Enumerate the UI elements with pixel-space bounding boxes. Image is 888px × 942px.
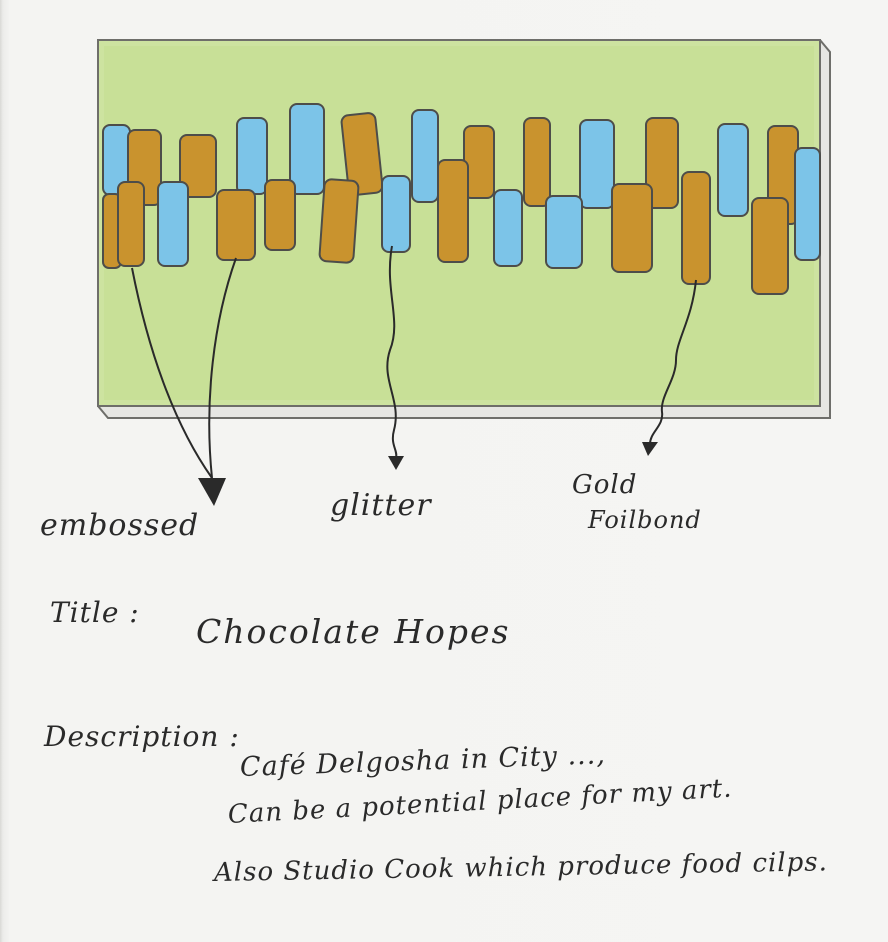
gold-piece (340, 112, 384, 196)
piece-row-upper (102, 103, 821, 261)
blue-piece (493, 189, 523, 267)
gold-piece (179, 134, 217, 198)
callout-arrows (131, 245, 697, 479)
gold-piece (437, 159, 469, 263)
blue-piece (381, 175, 411, 253)
gold-piece (264, 179, 296, 251)
embossed-arrowhead (198, 478, 226, 506)
gold-piece (611, 183, 653, 273)
title-label: Title : (50, 596, 140, 629)
foilbond-arrowhead (642, 442, 658, 456)
gold-piece (216, 189, 256, 261)
gold-piece (117, 181, 145, 267)
embossed-arrow-line-2 (208, 257, 237, 479)
blue-piece (289, 103, 325, 195)
callout-embossed: embossed (40, 508, 200, 543)
blue-piece (717, 123, 749, 217)
piece-row-lower (102, 159, 789, 295)
blue-piece (157, 181, 189, 267)
gold-piece (318, 178, 360, 264)
title-value: Chocolate Hopes (196, 612, 511, 651)
gold-piece (751, 197, 789, 295)
description-label: Description : (44, 720, 240, 753)
embossed-arrow-line-1 (131, 267, 213, 479)
glitter-arrowhead (388, 456, 404, 470)
blue-piece (579, 119, 615, 209)
gold-piece (681, 171, 711, 285)
callout-gold: Gold (572, 470, 638, 500)
blue-piece (411, 109, 439, 203)
glitter-arrow-line (386, 245, 398, 459)
arrowheads (198, 442, 658, 506)
callout-foilbond: Foilbond (588, 506, 702, 534)
blue-piece (794, 147, 821, 261)
blue-piece (545, 195, 583, 269)
gold-piece (523, 117, 551, 207)
blue-piece (236, 117, 268, 195)
foilbond-arrow-line (649, 279, 697, 445)
gold-piece (645, 117, 679, 209)
callout-glitter: glitter (330, 488, 432, 523)
